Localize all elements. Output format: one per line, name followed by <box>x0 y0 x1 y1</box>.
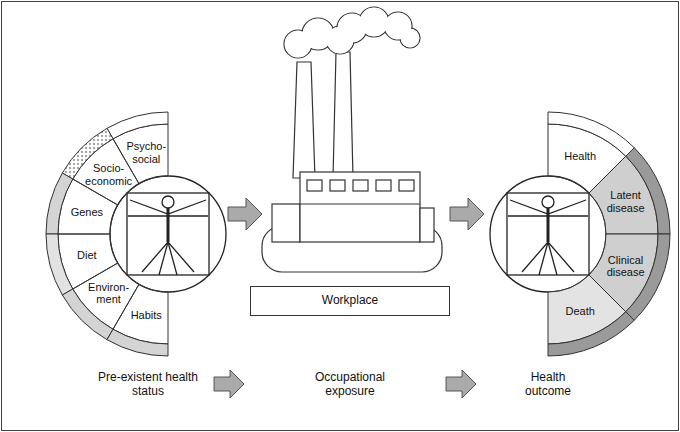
segment-band <box>46 234 73 295</box>
left-figure <box>110 176 226 292</box>
right-figure <box>490 176 606 292</box>
fan-segment: Genes <box>44 170 120 236</box>
stage-label: Pre-existent health status <box>83 370 213 399</box>
segment-band <box>548 312 634 356</box>
segment-label: Socio- economic <box>80 162 138 187</box>
fan-segment: Latent disease <box>587 145 672 236</box>
segment-label: Death <box>555 305 605 318</box>
block-arrow <box>450 198 484 230</box>
stage-label: Occupational exposure <box>295 370 405 399</box>
segment-label: Clinical disease <box>598 254 654 279</box>
block-arrow <box>214 370 244 398</box>
segment-label: Health <box>555 150 605 163</box>
block-arrow <box>228 198 262 230</box>
segment-label: Workplace <box>322 294 378 308</box>
segment-band <box>548 112 634 156</box>
fan-segment: Habits <box>105 282 170 358</box>
block-arrow <box>446 370 476 398</box>
workplace-box: Workplace <box>250 286 450 316</box>
segment-label: Psycho- social <box>121 140 171 165</box>
stage-label: Health outcome <box>508 370 588 399</box>
segment-band <box>46 173 73 234</box>
segment-label: Habits <box>121 309 171 322</box>
segment-label: Genes <box>62 206 112 219</box>
factory <box>262 7 442 272</box>
fan-segment: Death <box>546 273 637 358</box>
segment-band <box>107 329 168 356</box>
segment-outline <box>44 170 120 236</box>
segment-band <box>107 112 168 139</box>
segment-label: Latent disease <box>600 189 652 214</box>
segment-label: Diet <box>62 249 112 262</box>
